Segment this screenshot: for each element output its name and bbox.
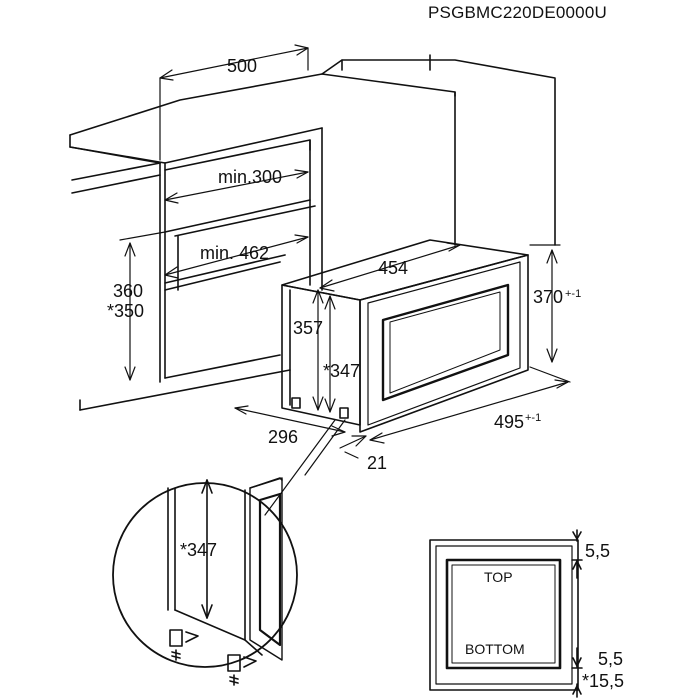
dim-350-alt: *350 — [107, 301, 144, 321]
dim-500: 500 — [227, 56, 257, 76]
front-bottom-label: BOTTOM — [465, 641, 525, 657]
cabinet-outline — [69, 54, 556, 411]
detail-magnifier — [112, 477, 298, 686]
front-top-label: TOP — [484, 569, 513, 585]
model-code: PSGBMC220DE0000U — [428, 3, 607, 22]
dim-min-462: min. 462 — [200, 243, 269, 263]
dim-495: 495 — [494, 412, 524, 432]
dim-21: 21 — [367, 453, 387, 473]
dim-357: 357 — [293, 318, 323, 338]
detail-dim-347: *347 — [180, 540, 217, 560]
dim-min-300: min.300 — [218, 167, 282, 187]
gap-bottom-5-5: 5,5 — [598, 649, 623, 669]
dim-360: 360 — [113, 281, 143, 301]
dim-454: 454 — [378, 258, 408, 278]
front-view — [429, 529, 583, 698]
gap-top-5-5: 5,5 — [585, 541, 610, 561]
dimension-lines — [119, 44, 571, 516]
dim-370-tolerance: +-1 — [565, 288, 581, 300]
appliance-body — [281, 239, 529, 433]
dim-370: 370 — [533, 287, 563, 307]
gap-bottom-15-5: *15,5 — [582, 671, 624, 691]
dim-495-tolerance: +-1 — [525, 412, 541, 424]
dim-347-alt: *347 — [323, 361, 360, 381]
dim-296: 296 — [268, 427, 298, 447]
